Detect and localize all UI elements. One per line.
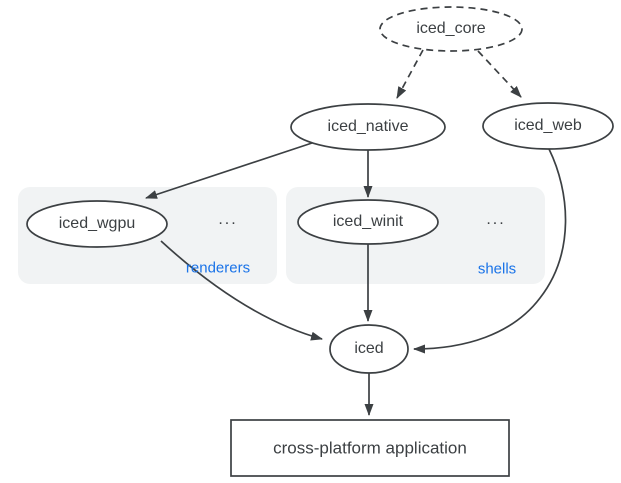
node-label-iced_web: iced_web [514,117,582,134]
node-iced_winit [297,199,439,245]
node-iced_wgpu [26,200,168,248]
renderers-group-label: renderers [185,259,251,277]
renderers-ellipsis: ... [218,211,238,228]
node-label-cross-platform-application: cross-platform application [273,438,467,458]
node-cross-platform-application [230,419,510,477]
node-iced_native [290,103,446,151]
node-label-iced_wgpu: iced_wgpu [58,215,136,232]
edge-iced_core-to-iced_web [477,50,522,98]
node-iced_web [482,102,614,150]
edge-iced_web-to-iced [413,148,567,354]
node-iced [329,324,409,374]
node-iced_core [379,6,523,52]
node-label-iced_winit: iced_winit [332,213,404,230]
edge-iced_native-to-iced_wgpu [145,142,313,199]
edge-iced_core-to-iced_native [396,49,424,99]
node-label-iced_core: iced_core [416,20,486,37]
edge-iced_wgpu-to-iced [160,240,323,341]
shells-ellipsis: ... [486,211,506,228]
node-label-iced_native: iced_native [327,118,409,135]
node-label-iced: iced [354,340,384,357]
shells-group-label: shells [477,260,517,278]
